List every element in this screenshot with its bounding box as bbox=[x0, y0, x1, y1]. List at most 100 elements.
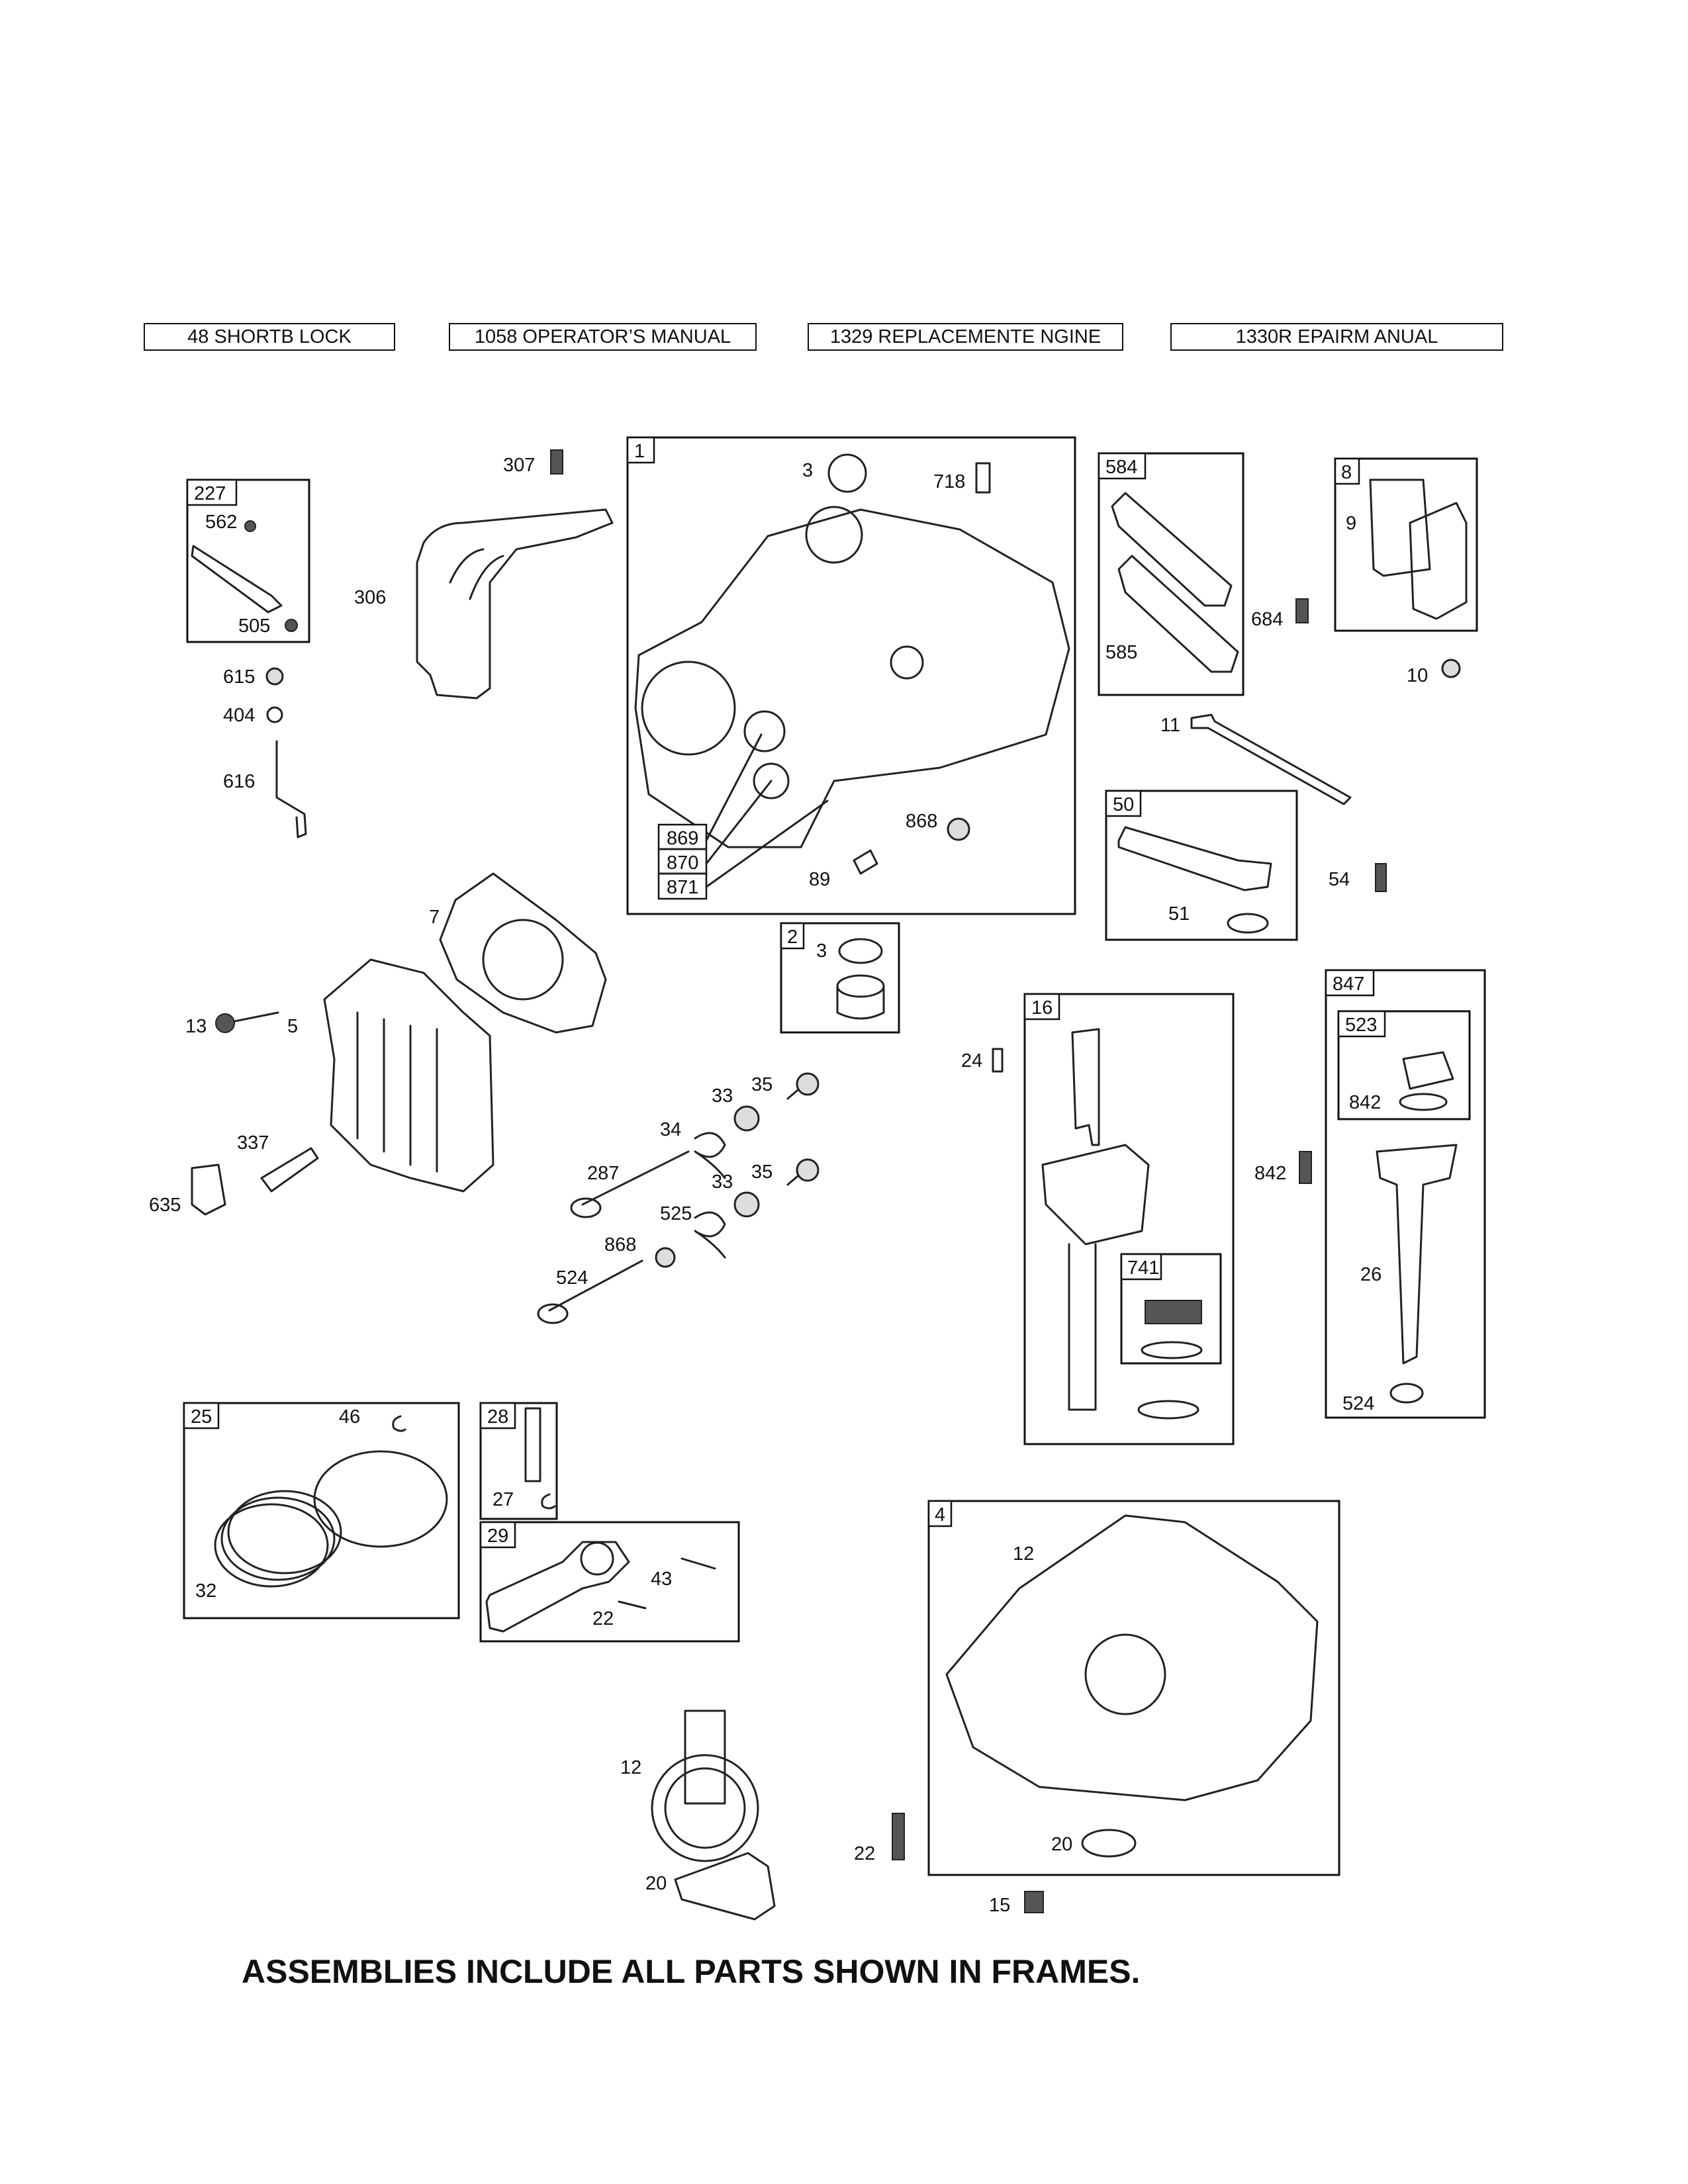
frame-25: 25 46 32 bbox=[183, 1402, 460, 1619]
callout-505: 505 bbox=[238, 615, 270, 637]
part-9-gasket bbox=[1369, 478, 1431, 577]
leader-870 bbox=[705, 780, 773, 865]
callout-287: 842 bbox=[1254, 1163, 1286, 1184]
part-505-nut bbox=[285, 619, 298, 632]
head-outline bbox=[323, 958, 494, 1193]
part-562-screw bbox=[244, 520, 256, 532]
part-piston bbox=[313, 1450, 448, 1548]
callout-32A: 43 bbox=[651, 1569, 672, 1590]
right-loose-parts: 684 10 11 54 bbox=[1160, 598, 1461, 892]
frame-label-1: 1 bbox=[634, 441, 645, 462]
part-20-seal bbox=[1081, 1829, 1137, 1858]
callout-3-block: 3 bbox=[802, 460, 813, 481]
callout-34: 524 bbox=[556, 1267, 588, 1289]
callout-585: 585 bbox=[1105, 642, 1137, 663]
part-45a bbox=[796, 1072, 820, 1096]
part-89-plug bbox=[853, 849, 878, 875]
part-33-valve-head bbox=[570, 1197, 602, 1218]
part-36-spring bbox=[694, 1132, 726, 1179]
callout-10: 10 bbox=[1407, 665, 1428, 686]
callout-870: 870 bbox=[667, 852, 698, 874]
callout-615: 615 bbox=[223, 666, 255, 688]
head-fins bbox=[356, 1011, 438, 1173]
callout-5: 5 bbox=[287, 1016, 298, 1037]
shield-detail bbox=[449, 548, 504, 600]
shield-outline bbox=[416, 508, 614, 700]
part-5-cylinder-head: 13 5 337 635 bbox=[149, 958, 494, 1216]
callout-43: 20 bbox=[645, 1873, 667, 1894]
port-1 bbox=[890, 645, 924, 680]
frame-28: 28 27 bbox=[479, 1402, 558, 1520]
part-584-gasket bbox=[1111, 492, 1233, 607]
frame-label-847: 847 bbox=[1333, 974, 1364, 995]
frame-label-4: 4 bbox=[935, 1504, 945, 1525]
callout-45b: 35 bbox=[751, 1161, 773, 1183]
part-8-cover bbox=[1409, 502, 1468, 620]
part-10-plug bbox=[1441, 659, 1461, 678]
part-615-nut bbox=[265, 667, 284, 686]
callout-24: 24 bbox=[961, 1050, 982, 1071]
frame-8: 8 9 bbox=[1334, 457, 1478, 632]
part-40b bbox=[733, 1191, 760, 1218]
camshaft-assembly: 12 20 bbox=[620, 1709, 776, 1921]
part-50-breather bbox=[1117, 826, 1272, 891]
part-718-pin bbox=[975, 462, 991, 494]
callout-26: 32 bbox=[195, 1580, 216, 1602]
part-24-pin bbox=[992, 1048, 1004, 1073]
part-bushing bbox=[836, 985, 885, 1020]
callout-35: 525 bbox=[660, 1203, 692, 1224]
part-11-tube bbox=[1190, 713, 1352, 805]
gasket-outline bbox=[439, 872, 607, 1034]
frame-847: 847 523 842 26 524 bbox=[1325, 969, 1486, 1419]
callout-3-kit: 3 bbox=[816, 940, 827, 962]
part-27-clip bbox=[392, 1415, 406, 1432]
callout-11: 11 bbox=[1160, 715, 1180, 736]
callout-525: 26 bbox=[1360, 1264, 1382, 1285]
callout-524: 524 bbox=[1342, 1393, 1374, 1414]
callout-842: 842 bbox=[1349, 1092, 1381, 1113]
callout-868-block: 868 bbox=[906, 811, 937, 832]
cylinder-bore bbox=[641, 660, 736, 756]
part-32-bolt bbox=[618, 1600, 647, 1610]
callout-33: 287 bbox=[587, 1163, 619, 1184]
part-seal-ring bbox=[1137, 1400, 1199, 1420]
callout-718: 718 bbox=[933, 471, 965, 492]
part-585-gasket bbox=[1117, 555, 1239, 673]
port-3 bbox=[753, 762, 790, 799]
left-loose-parts: 615 404 616 bbox=[223, 666, 307, 839]
part-45b bbox=[796, 1158, 820, 1182]
callout-684: 684 bbox=[1251, 609, 1283, 630]
part-12-sump-outline bbox=[945, 1514, 1319, 1801]
part-29-rod bbox=[485, 1541, 630, 1633]
callout-46: 12 bbox=[620, 1757, 641, 1778]
part-741-gear bbox=[1145, 1300, 1202, 1324]
frame-label-584: 584 bbox=[1105, 457, 1137, 478]
callout-616: 616 bbox=[223, 771, 255, 792]
frame-4: 4 12 20 bbox=[927, 1500, 1340, 1876]
part-13-bolt-head bbox=[215, 1013, 235, 1033]
frame-label-2: 2 bbox=[787, 927, 798, 948]
part-3-seal bbox=[827, 453, 867, 493]
block-outline bbox=[634, 508, 1070, 848]
part-lock-wrench-illustration bbox=[191, 545, 283, 614]
crank-counterweight bbox=[1041, 1144, 1150, 1246]
part-bushing-top bbox=[836, 974, 885, 998]
callout-36: 34 bbox=[660, 1119, 681, 1140]
part-34-valve-stem bbox=[548, 1259, 643, 1312]
part-26-rings bbox=[214, 1503, 329, 1588]
sump-bearing-boss bbox=[1084, 1633, 1166, 1715]
callout-13: 13 bbox=[185, 1016, 207, 1037]
rod-big-end bbox=[580, 1541, 614, 1576]
callout-9: 9 bbox=[1346, 513, 1356, 534]
frame-227: 227 562 505 bbox=[186, 478, 310, 643]
part-524-oring bbox=[1389, 1383, 1424, 1404]
part-34-valve-head bbox=[537, 1303, 569, 1324]
callout-562: 562 bbox=[205, 512, 237, 533]
part-22-bolt bbox=[892, 1813, 905, 1860]
callout-22: 22 bbox=[854, 1843, 875, 1864]
callout-89: 89 bbox=[809, 869, 830, 890]
part-32A-bolt bbox=[680, 1557, 716, 1570]
callout-12: 12 bbox=[1013, 1543, 1034, 1565]
part-27-clip-2 bbox=[541, 1493, 556, 1510]
callout-40b: 33 bbox=[712, 1171, 733, 1193]
